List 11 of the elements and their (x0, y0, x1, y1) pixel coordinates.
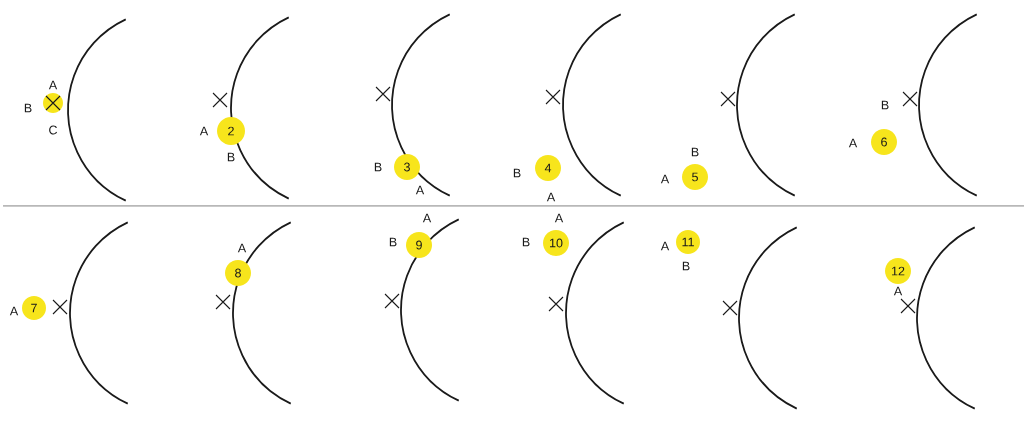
point-label: A (660, 174, 670, 184)
point-label: A (554, 213, 564, 223)
point-label: B (513, 168, 521, 178)
point-label: B (374, 162, 382, 172)
point-label: B (522, 237, 530, 247)
point-label: A (848, 138, 858, 148)
point-label: A (546, 192, 556, 202)
point-label: A (415, 185, 425, 195)
point-label: A (422, 213, 432, 223)
point-label: C (49, 125, 58, 135)
point-label: B (881, 100, 889, 110)
